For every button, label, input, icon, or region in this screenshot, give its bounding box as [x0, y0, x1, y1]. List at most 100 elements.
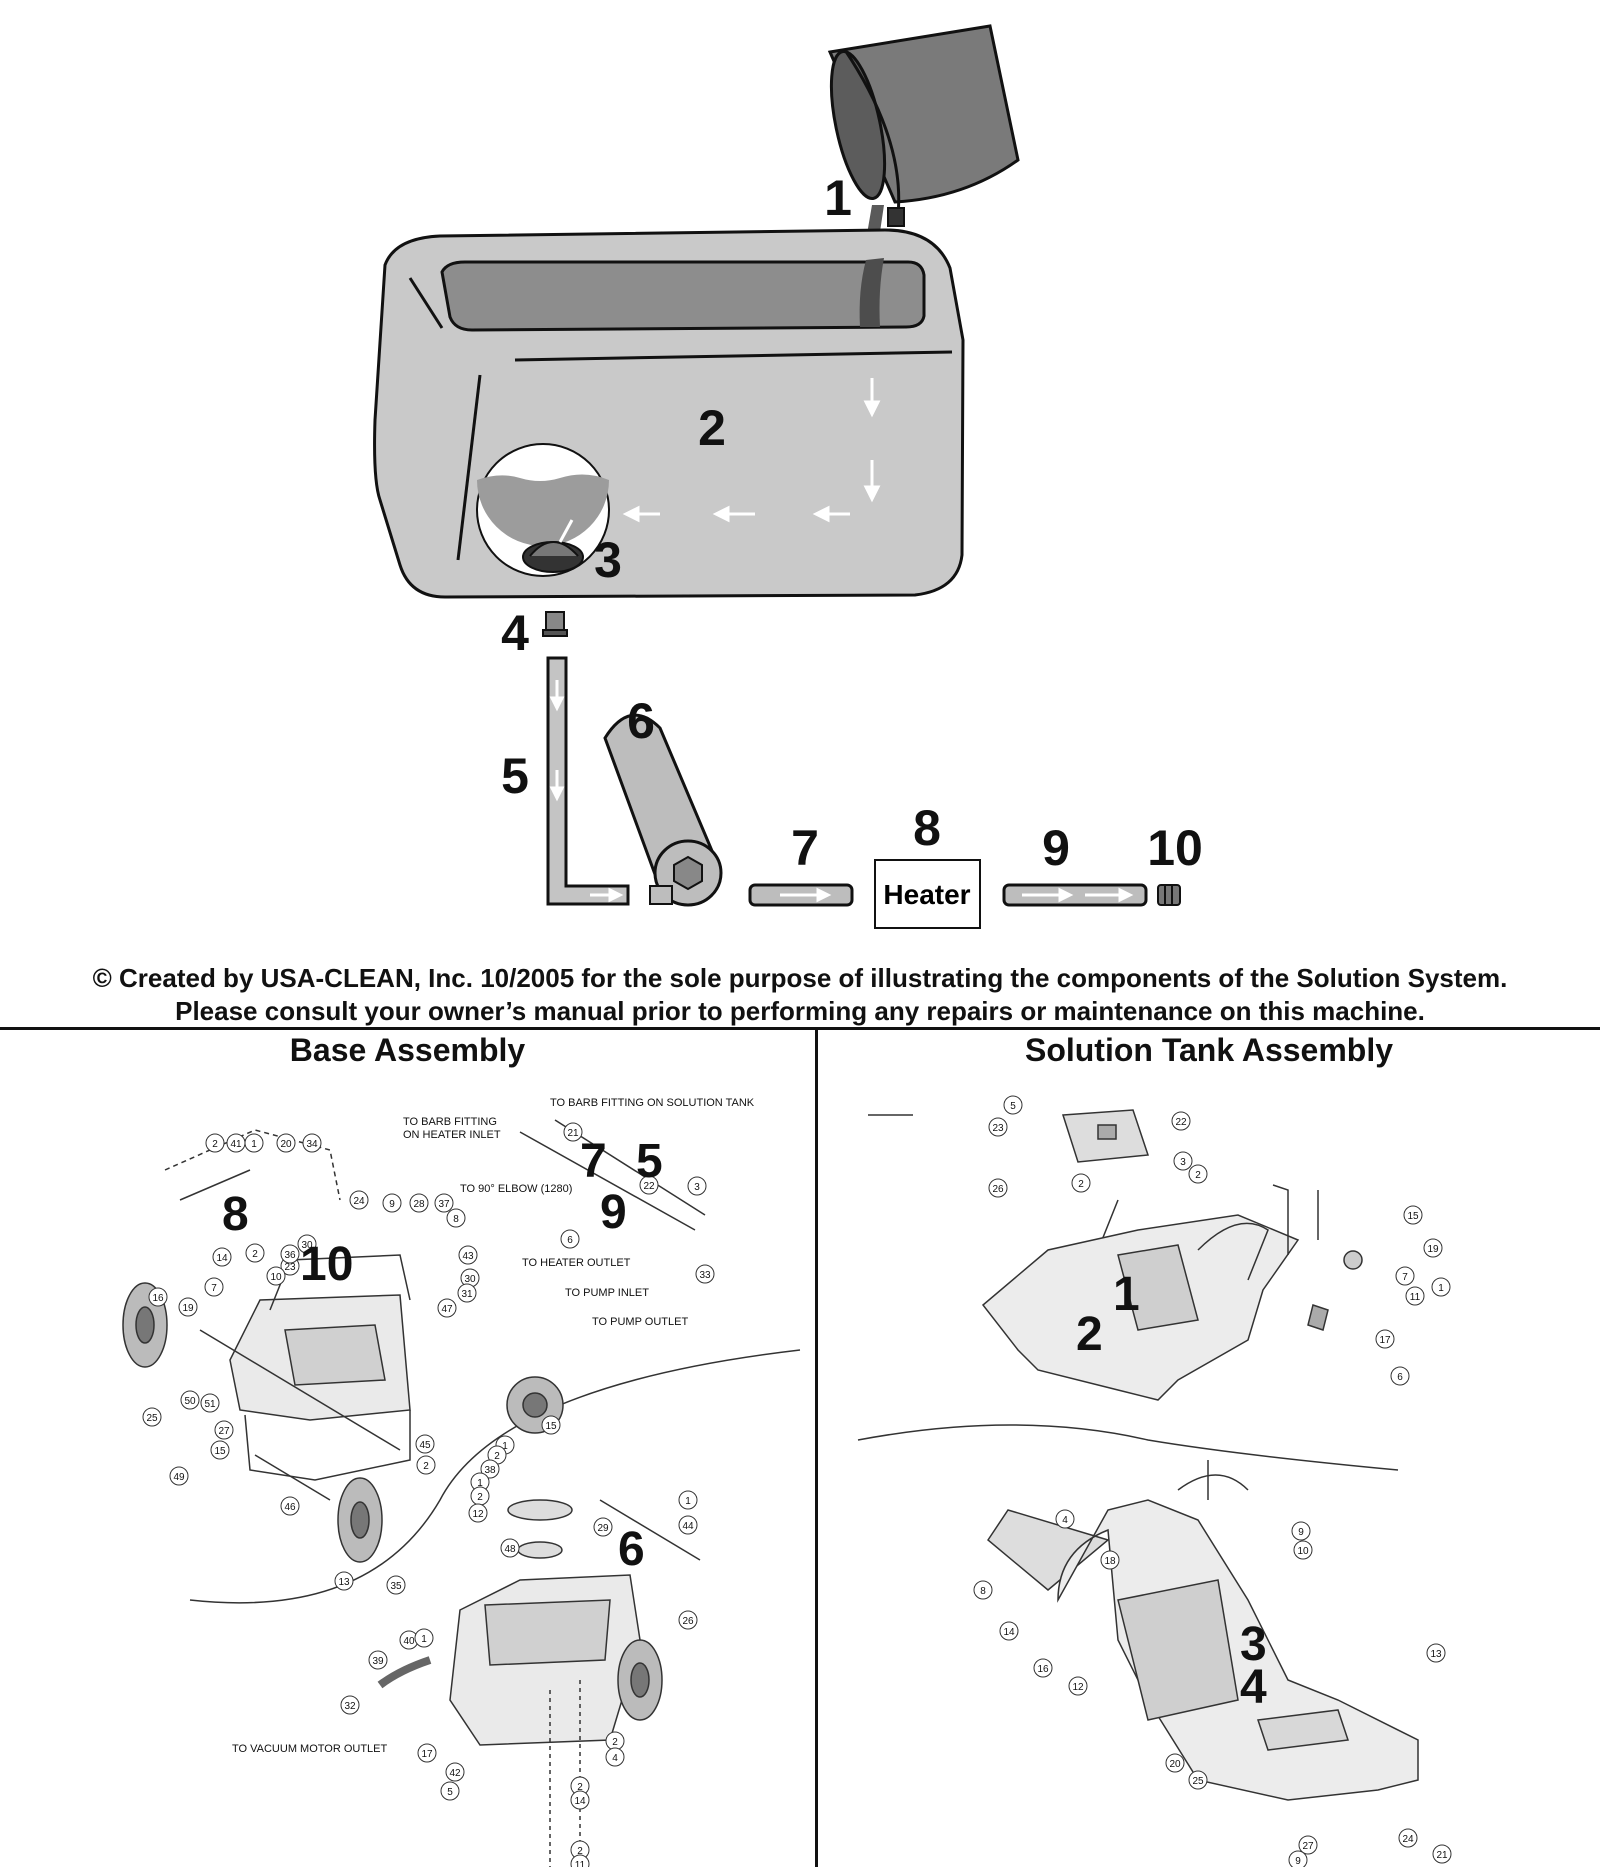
filter-illustration — [603, 713, 723, 907]
base-callout-bubble — [245, 1243, 265, 1263]
tank-callout-bubble — [1403, 1205, 1423, 1225]
tank-callout-bubble — [1100, 1550, 1120, 1570]
flow-label: 6 — [627, 693, 655, 749]
base-callout-bubble — [340, 1695, 360, 1715]
flow-label: 7 — [791, 820, 819, 876]
tank-callout-bubble — [1291, 1521, 1311, 1541]
base-callout-number: 34 — [306, 1139, 318, 1150]
note-heater-outlet: TO HEATER OUTLET — [522, 1257, 631, 1269]
base-callout-number: 1 — [421, 1634, 427, 1645]
base-callout-number: 23 — [284, 1262, 296, 1273]
tank-callout-bubble — [1033, 1658, 1053, 1678]
tank-callout-number: 4 — [1062, 1515, 1068, 1526]
tank-callout-bubble — [1071, 1173, 1091, 1193]
base-callout-bubble — [678, 1490, 698, 1510]
tank-callout-number: 6 — [1397, 1372, 1403, 1383]
tank-callout-number: 14 — [1003, 1627, 1015, 1638]
base-big-label: 8 — [222, 1188, 249, 1241]
flow-label: 8 — [913, 800, 941, 856]
base-callout-bubble — [212, 1247, 232, 1267]
base-callout-number: 1 — [502, 1441, 508, 1452]
base-callout-number: 26 — [682, 1616, 694, 1627]
base-big-label: 5 — [636, 1135, 663, 1188]
tank-callout-number: 18 — [1104, 1556, 1116, 1567]
base-callout-number: 2 — [252, 1249, 258, 1260]
base-callout-bubble — [297, 1234, 317, 1254]
base-callout-number: 13 — [338, 1577, 350, 1588]
tank-callout-bubble — [973, 1580, 993, 1600]
base-callout-bubble — [349, 1190, 369, 1210]
base-callout-number: 41 — [230, 1139, 242, 1150]
flow-label: 9 — [1042, 820, 1070, 876]
base-callout-bubble — [302, 1133, 322, 1153]
tank-big-label: 3 — [1240, 1618, 1267, 1671]
flow-label: 10 — [1147, 820, 1203, 876]
note-barb-tank: TO BARB FITTING ON SOLUTION TANK — [550, 1097, 755, 1109]
base-callout-number: 31 — [461, 1289, 473, 1300]
tank-callout-number: 17 — [1379, 1335, 1391, 1346]
base-callout-bubble — [446, 1208, 466, 1228]
base-callout-number: 19 — [182, 1303, 194, 1314]
base-callout-number: 36 — [284, 1250, 296, 1261]
tank-callout-bubble — [1003, 1095, 1023, 1115]
tank-callout-bubble — [1423, 1238, 1443, 1258]
base-callout-bubble — [178, 1297, 198, 1317]
tank-callout-number: 27 — [1302, 1841, 1314, 1852]
base-callout-number: 28 — [413, 1199, 425, 1210]
base-callout-number: 2 — [577, 1782, 583, 1793]
tank-callout-bubble — [1171, 1111, 1191, 1131]
note-barb-heater: ON HEATER INLET — [403, 1129, 501, 1141]
tank-callout-number: 22 — [1175, 1117, 1187, 1128]
base-callout-bubble — [386, 1575, 406, 1595]
base-big-label: 9 — [600, 1186, 627, 1239]
base-callout-number: 16 — [152, 1293, 164, 1304]
base-callout-bubble — [457, 1283, 477, 1303]
base-callout-number: 42 — [449, 1768, 461, 1779]
base-callout-number: 46 — [284, 1502, 296, 1513]
note-elbow: TO 90° ELBOW (1280) — [460, 1183, 572, 1195]
base-callout-bubble — [205, 1133, 225, 1153]
flow-label: 2 — [698, 400, 726, 456]
tank-callout-bubble — [1395, 1266, 1415, 1286]
tank-big-label: 4 — [1240, 1661, 1267, 1714]
tank-callout-number: 12 — [1072, 1682, 1084, 1693]
heater-box — [874, 859, 981, 929]
base-callout-bubble — [500, 1538, 520, 1558]
base-callout-bubble — [445, 1762, 465, 1782]
base-callout-number: 4 — [612, 1753, 618, 1764]
base-callout-number: 7 — [211, 1283, 217, 1294]
base-callout-number: 15 — [214, 1446, 226, 1457]
base-callout-bubble — [210, 1440, 230, 1460]
tank-callout-bubble — [1288, 1850, 1308, 1867]
base-callout-number: 2 — [494, 1451, 500, 1462]
base-callout-number: 10 — [270, 1272, 282, 1283]
base-callout-number: 45 — [419, 1440, 431, 1451]
tank-callout-number: 3 — [1180, 1157, 1186, 1168]
base-callout-bubble — [560, 1229, 580, 1249]
base-big-label: 10 — [300, 1238, 353, 1291]
base-callout-number: 2 — [423, 1461, 429, 1472]
tank-callout-bubble — [1432, 1844, 1452, 1864]
base-assembly-title: Base Assembly — [289, 1032, 526, 1068]
fitting-illustration — [542, 611, 568, 637]
base-callout-number: 44 — [682, 1521, 694, 1532]
base-callout-number: 14 — [216, 1253, 228, 1264]
note-vacuum-outlet: TO VACUUM MOTOR OUTLET — [232, 1743, 388, 1755]
base-callout-number: 1 — [477, 1478, 483, 1489]
base-callout-bubble — [334, 1571, 354, 1591]
base-callout-bubble — [440, 1781, 460, 1801]
tank-callout-number: 21 — [1436, 1850, 1448, 1861]
base-callout-number: 14 — [574, 1796, 586, 1807]
base-callout-bubble — [639, 1175, 659, 1195]
base-callout-bubble — [414, 1628, 434, 1648]
base-callout-number: 2 — [477, 1492, 483, 1503]
tank-callout-bubble — [988, 1178, 1008, 1198]
tank-callout-number: 13 — [1430, 1649, 1442, 1660]
base-callout-number: 22 — [643, 1181, 655, 1192]
base-callout-bubble — [687, 1176, 707, 1196]
base-callout-number: 1 — [685, 1496, 691, 1507]
base-callout-bubble — [276, 1133, 296, 1153]
